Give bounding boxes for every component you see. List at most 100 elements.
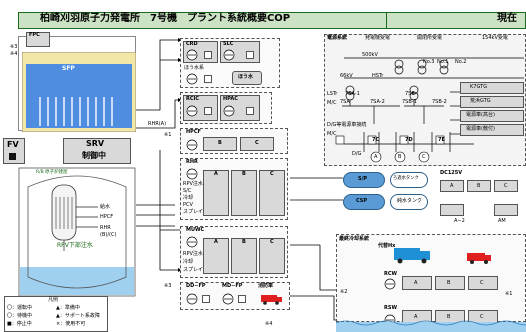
legend-item: ▲：サポート系故障	[56, 313, 100, 319]
dc-a-label: A	[450, 183, 454, 189]
legend-item: ×：使用不可	[56, 321, 86, 327]
dg-label: D/G	[352, 151, 362, 157]
power-title: 電源系統	[327, 35, 348, 41]
boric-pump-icon	[186, 73, 198, 85]
rhr-pump-icon	[186, 168, 198, 180]
mdfp-pump-icon	[222, 293, 234, 305]
sfp-pool	[22, 52, 136, 132]
hpac-status-indicator	[246, 107, 254, 115]
hpcf-pump-icon	[186, 139, 198, 151]
ddfp-label: DD−FP	[186, 283, 206, 289]
dc-a-cell[interactable]	[440, 180, 464, 192]
muwc-a-label: A	[214, 239, 218, 245]
boric-status-indicator	[204, 75, 212, 83]
receive-154kv-label: 154kV受電	[482, 35, 508, 41]
rcic-pump-icon	[186, 105, 198, 117]
rhr-a-cell[interactable]	[203, 170, 229, 216]
srv-box	[63, 138, 131, 164]
alt-hx-label: 代替Hx	[378, 243, 396, 249]
rhr-line-label: RHR	[100, 225, 111, 231]
rcw-a-label: A	[414, 280, 418, 286]
sp-tank	[343, 172, 385, 188]
rcw-label: RCW	[384, 271, 398, 277]
no2-label: No.2	[455, 59, 467, 65]
note3-lower: ※3	[164, 283, 172, 289]
rhr-a-label: A	[214, 171, 218, 177]
srv-status: 制御中	[82, 151, 106, 160]
boric-water-label: ほう水	[238, 74, 254, 80]
note3-label: ※3	[10, 44, 18, 50]
rhr-row-label: RPV注水	[183, 181, 203, 187]
muwc-b-label: B	[242, 239, 246, 245]
muwc-a-cell[interactable]	[203, 238, 229, 274]
rcw-b-cell[interactable]	[435, 276, 465, 290]
fv-status-indicator	[9, 153, 16, 160]
note-x1-label: ※1	[164, 132, 172, 138]
dc-am-label: AM	[498, 218, 506, 224]
mc-lower-label: M/C	[327, 131, 337, 137]
rhr-c-cell[interactable]	[259, 170, 285, 216]
hpcf-c-cell[interactable]	[240, 137, 274, 151]
rsw-b-label: B	[447, 314, 451, 320]
fv-label: FV	[7, 140, 19, 149]
dc-b-cell[interactable]	[467, 180, 491, 192]
note-x4-label: ※4	[265, 321, 273, 327]
crd-label: CRD	[186, 41, 198, 47]
muwc-c-cell[interactable]	[259, 238, 285, 274]
ddfp-status-indicator	[202, 295, 210, 303]
lstr-label: LSTr	[327, 91, 338, 97]
rhr-a-label: RHR(A)	[148, 121, 167, 127]
mc-7sb2-label: 7SB-2	[432, 99, 447, 105]
header-right-label: 現在	[497, 13, 517, 24]
power-car-yard-label: 電源車(敷付)	[466, 126, 495, 132]
dc-c-cell[interactable]	[494, 180, 518, 192]
crd-status-indicator	[204, 51, 212, 59]
gen-receive-label: 発電機受電	[365, 35, 391, 41]
no1-label: No.1	[437, 59, 449, 65]
fv-box	[3, 138, 25, 164]
containment-vessel	[18, 167, 136, 297]
fire-truck-icon	[261, 295, 282, 305]
mc-7sb-label: 7SB	[405, 91, 415, 97]
hpac-pump-icon	[223, 105, 235, 117]
rcw-a-cell[interactable]	[402, 276, 432, 290]
fire-engine-label: 消防車	[258, 283, 274, 289]
mdfp-status-indicator	[238, 295, 246, 303]
sp-label: S/P	[358, 176, 368, 182]
dc-am-cell[interactable]	[494, 204, 518, 216]
crd-pump-icon	[186, 49, 198, 61]
boric-system-label: ほう水系	[184, 65, 205, 71]
filter-water-label: ろ過水タンク	[393, 176, 419, 181]
rcw-c-cell[interactable]	[468, 276, 498, 290]
legend-title: 凡例	[48, 297, 59, 303]
power-car-yard-box[interactable]	[460, 124, 524, 136]
mc-7sa-label: 7SA	[340, 99, 350, 105]
rpv-lower-injection: RPV下部注水	[57, 242, 93, 249]
hpcf-b-cell[interactable]	[203, 137, 237, 151]
muwc-pump-icon	[186, 236, 198, 248]
rhr-b-cell[interactable]	[231, 170, 257, 216]
dc-a2-label: A−2	[454, 218, 465, 224]
muwc-b-cell[interactable]	[231, 238, 257, 274]
k7gtg-box[interactable]	[460, 82, 524, 94]
power-car-high-box[interactable]	[460, 110, 524, 122]
rb-pool-label: R/B 原子炉建屋	[36, 170, 68, 175]
dc-a2-cell[interactable]	[440, 204, 464, 216]
muwc-label: MUWC	[186, 227, 205, 233]
srv-label: SRV	[86, 139, 105, 148]
arahama-gtg-label: 荒浜GTG	[470, 98, 491, 104]
rcw-c-label: C	[480, 280, 484, 286]
rhr-row-label: スプレイ	[183, 209, 204, 215]
legend	[4, 296, 108, 332]
muwc-row-label: スプレイ	[183, 267, 204, 273]
note2-label: ※2	[340, 289, 348, 295]
dc-c-label: C	[504, 183, 508, 189]
hstr-label: HSTr	[372, 73, 384, 79]
arahama-gtg-box[interactable]	[460, 96, 524, 108]
mc-7sa1-label: 7SA-1	[345, 91, 360, 97]
slc-status-indicator	[246, 51, 254, 59]
note1-label: ※1	[505, 291, 513, 297]
hpcf-line-label: HPCF	[100, 214, 114, 220]
mc-7sb1-label: 7SB-1	[402, 99, 417, 105]
hpcf-c-label: C	[255, 140, 259, 146]
